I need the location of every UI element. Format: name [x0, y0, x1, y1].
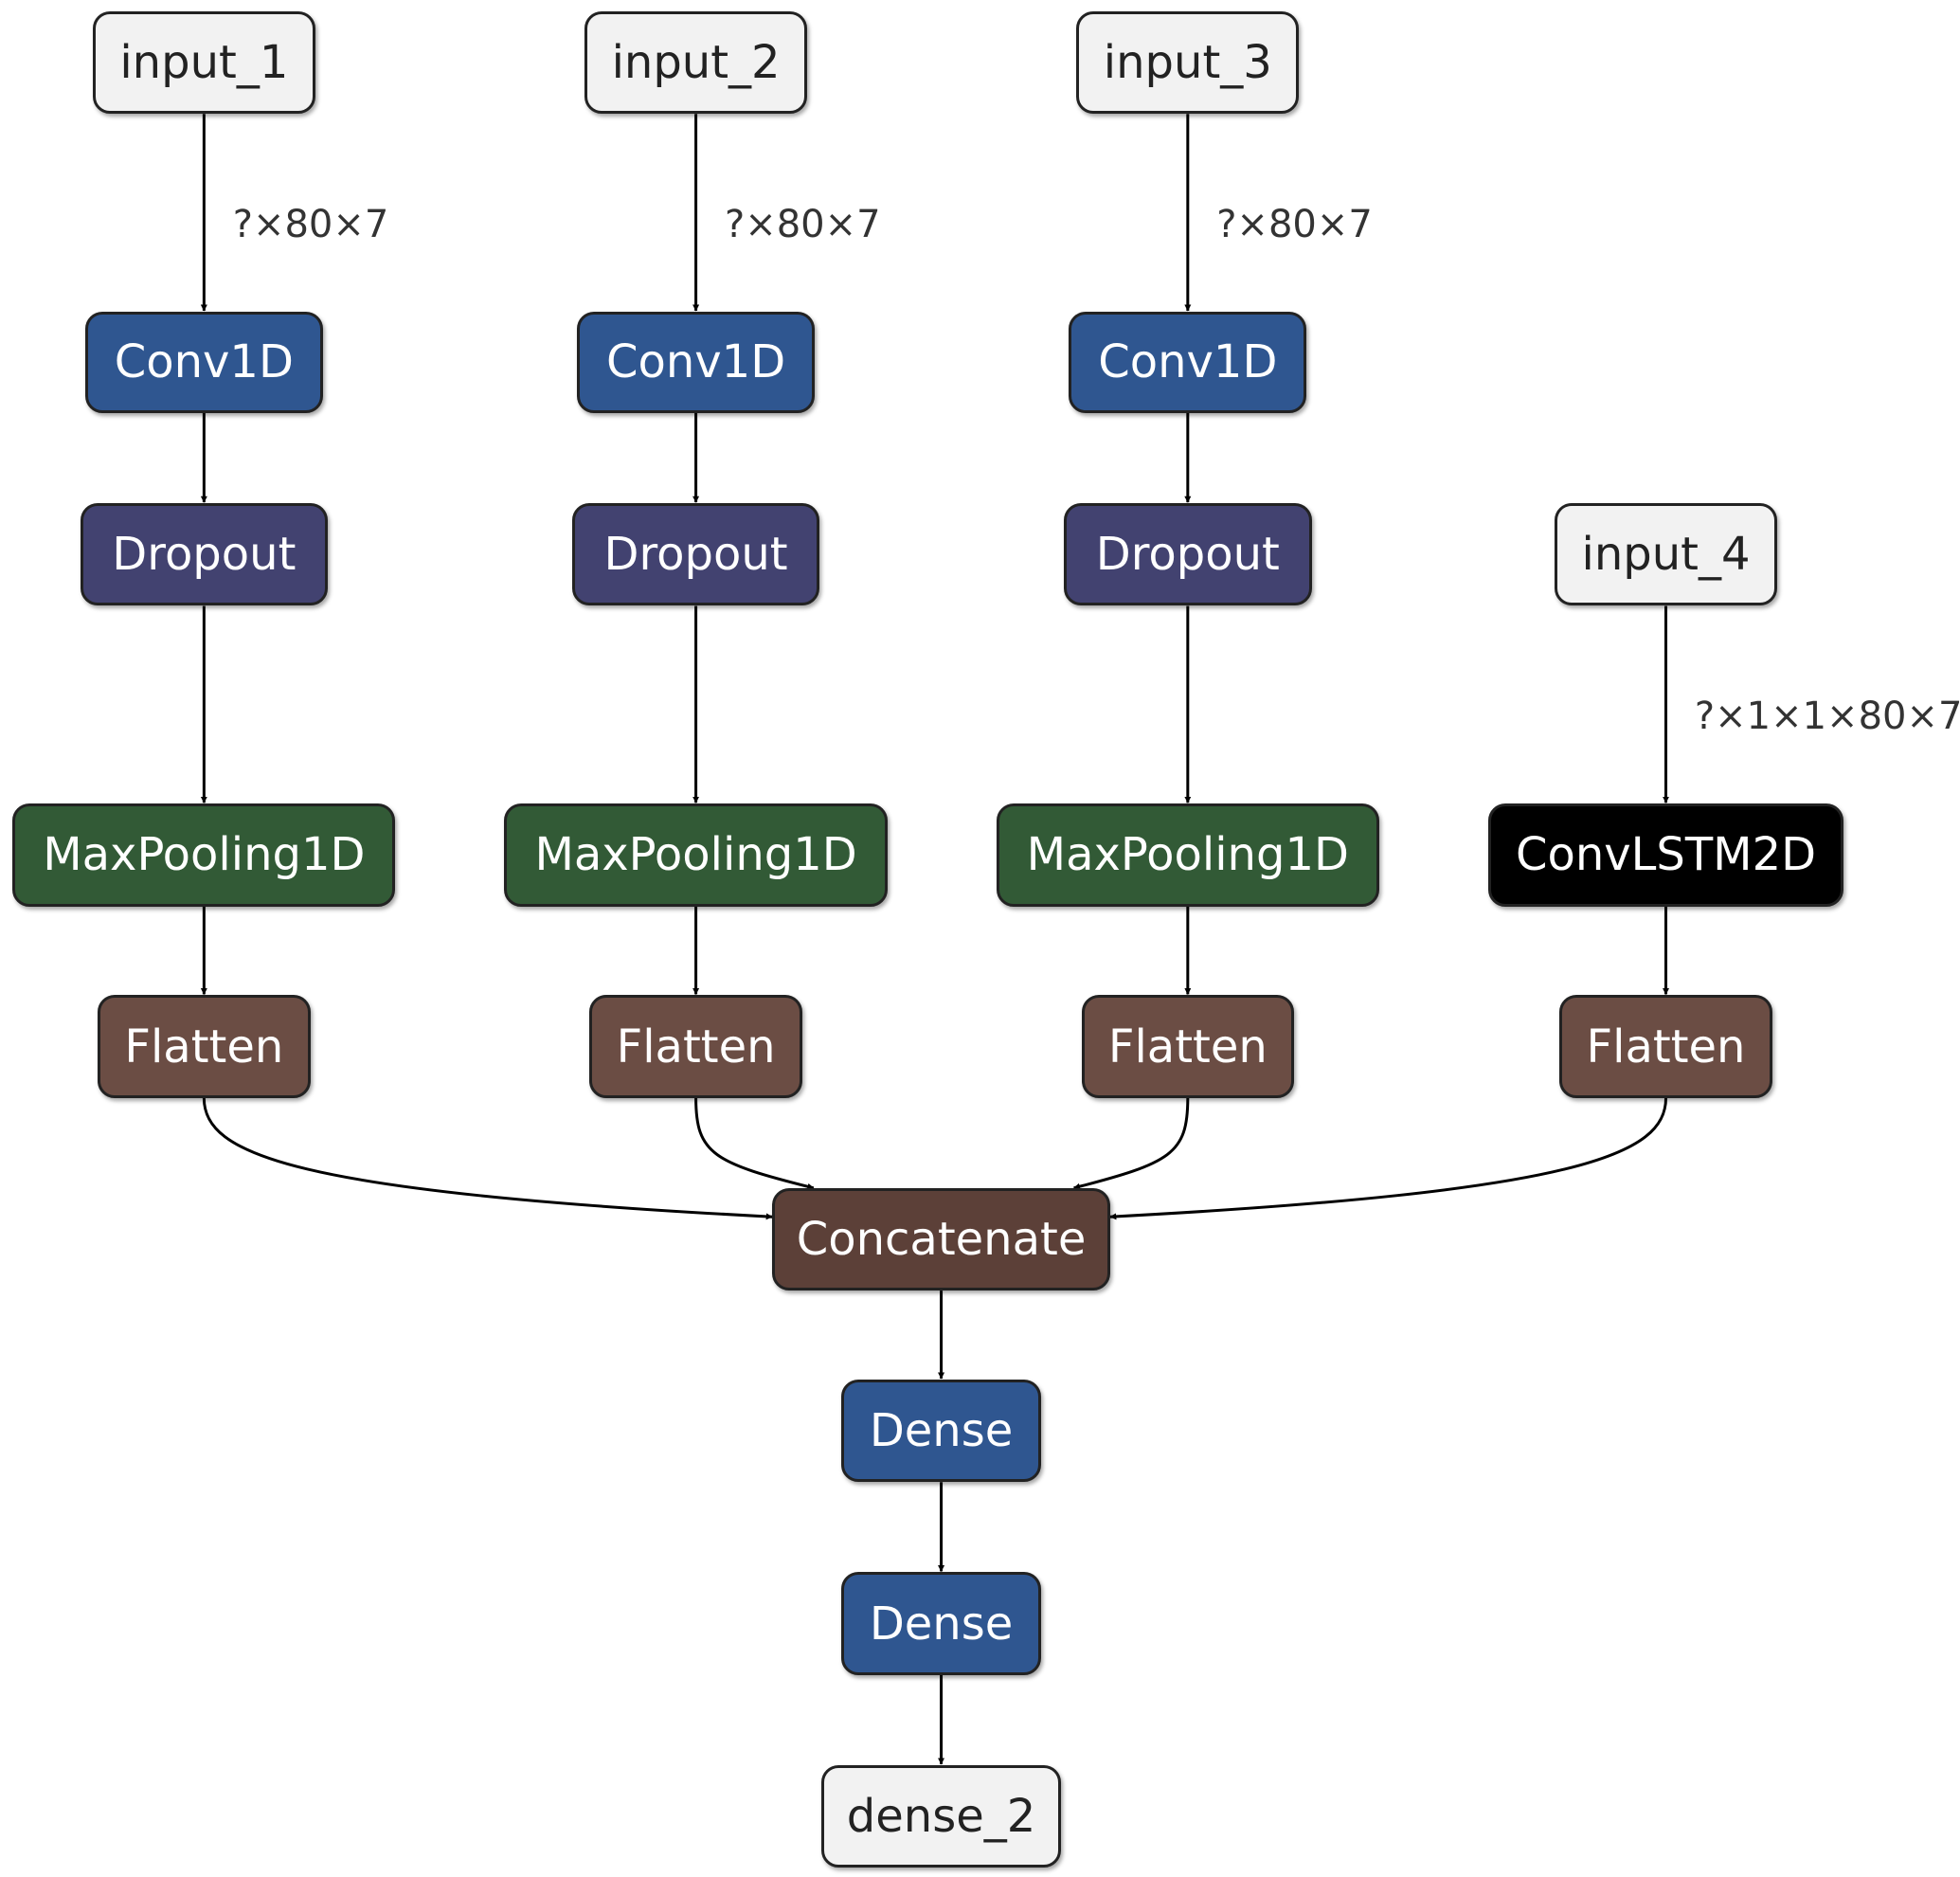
node-maxpool-2: MaxPooling1D	[504, 803, 888, 907]
node-conv1d-2: Conv1D	[577, 311, 816, 413]
node-dense-a: Dense	[840, 1379, 1042, 1483]
node-conv1d-1: Conv1D	[84, 311, 323, 413]
node-flatten-3: Flatten	[1081, 995, 1295, 1098]
edge-shape-label: ?×80×7	[232, 202, 389, 246]
node-convlstm: ConvLSTM2D	[1487, 803, 1844, 907]
edge-shape-label: ?×1×1×80×7	[1694, 695, 1960, 738]
node-dense-b: Dense	[840, 1572, 1042, 1675]
node-flatten-4: Flatten	[1559, 995, 1772, 1098]
node-concatenate: Concatenate	[772, 1187, 1110, 1291]
node-dropout-1: Dropout	[80, 503, 329, 606]
node-input-2: input_2	[584, 10, 808, 115]
node-maxpool-3: MaxPooling1D	[996, 803, 1379, 907]
node-input-3: input_3	[1076, 10, 1300, 115]
edge-shape-label: ?×80×7	[1216, 202, 1373, 246]
edge-shape-label: ?×80×7	[724, 202, 881, 246]
node-flatten-1: Flatten	[98, 995, 311, 1098]
edge-flatten-4-to-concatenate	[1109, 1097, 1668, 1220]
edge-flatten-1-to-concatenate	[202, 1097, 773, 1220]
node-dense-2: dense_2	[820, 1764, 1062, 1868]
node-flatten-2: Flatten	[589, 995, 802, 1098]
node-dropout-3: Dropout	[1064, 503, 1312, 606]
edge-flatten-2-to-concatenate	[694, 1097, 815, 1190]
node-conv1d-3: Conv1D	[1069, 311, 1307, 413]
node-input-4: input_4	[1554, 503, 1778, 606]
edge-flatten-3-to-concatenate	[1073, 1097, 1190, 1190]
node-input-1: input_1	[92, 10, 315, 115]
node-dropout-2: Dropout	[571, 503, 820, 606]
node-maxpool-1: MaxPooling1D	[12, 803, 396, 907]
